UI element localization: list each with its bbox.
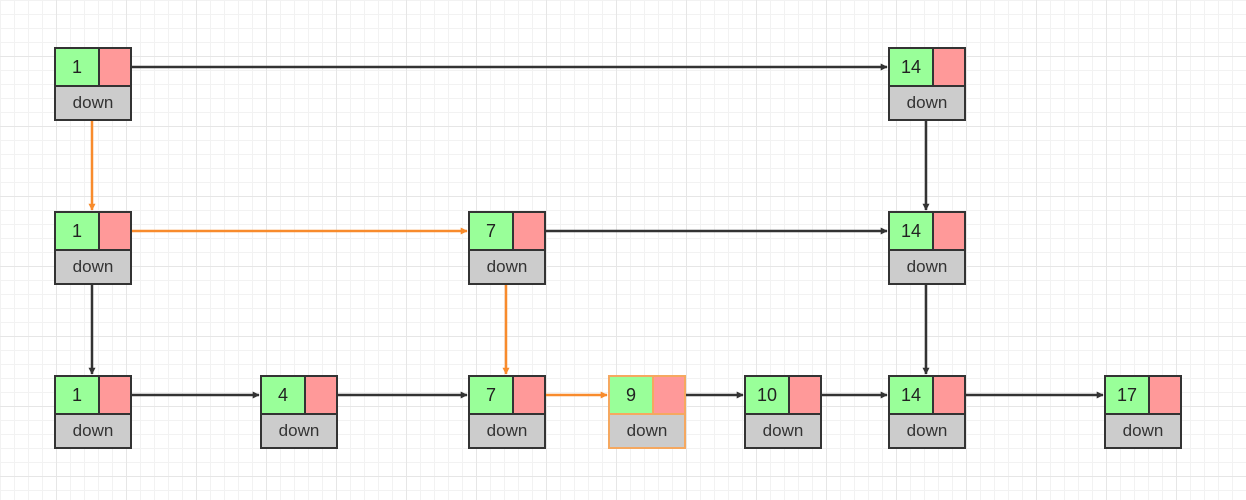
next-pointer: [98, 375, 132, 415]
node-value: 1: [54, 211, 100, 251]
node-level0-9-highlighted: 9 down: [608, 375, 686, 449]
next-pointer: [1148, 375, 1182, 415]
down-pointer: down: [54, 413, 132, 449]
next-pointer: [512, 211, 546, 251]
node-level1-7: 7 down: [468, 211, 546, 285]
node-value: 14: [888, 47, 934, 87]
next-pointer: [932, 47, 966, 87]
down-pointer: down: [888, 85, 966, 121]
node-value: 14: [888, 375, 934, 415]
node-level2-1: 1 down: [54, 47, 132, 121]
down-pointer: down: [54, 249, 132, 285]
next-pointer: [652, 375, 686, 415]
next-pointer: [304, 375, 338, 415]
down-pointer: down: [608, 413, 686, 449]
node-level0-14: 14 down: [888, 375, 966, 449]
down-pointer: down: [744, 413, 822, 449]
node-value: 17: [1104, 375, 1150, 415]
node-value: 1: [54, 47, 100, 87]
node-value: 7: [468, 375, 514, 415]
down-pointer: down: [468, 249, 546, 285]
node-level0-1: 1 down: [54, 375, 132, 449]
node-level2-14: 14 down: [888, 47, 966, 121]
down-pointer: down: [468, 413, 546, 449]
down-pointer: down: [1104, 413, 1182, 449]
node-level0-10: 10 down: [744, 375, 822, 449]
down-pointer: down: [888, 249, 966, 285]
node-value: 14: [888, 211, 934, 251]
next-pointer: [98, 211, 132, 251]
down-pointer: down: [888, 413, 966, 449]
node-value: 4: [260, 375, 306, 415]
next-pointer: [98, 47, 132, 87]
next-pointer: [932, 375, 966, 415]
node-value: 7: [468, 211, 514, 251]
next-pointer: [788, 375, 822, 415]
node-level0-4: 4 down: [260, 375, 338, 449]
node-level1-14: 14 down: [888, 211, 966, 285]
node-level1-1: 1 down: [54, 211, 132, 285]
next-pointer: [932, 211, 966, 251]
down-pointer: down: [260, 413, 338, 449]
node-level0-17: 17 down: [1104, 375, 1182, 449]
down-pointer: down: [54, 85, 132, 121]
node-value: 10: [744, 375, 790, 415]
node-level0-7: 7 down: [468, 375, 546, 449]
next-pointer: [512, 375, 546, 415]
node-value: 1: [54, 375, 100, 415]
node-value: 9: [608, 375, 654, 415]
